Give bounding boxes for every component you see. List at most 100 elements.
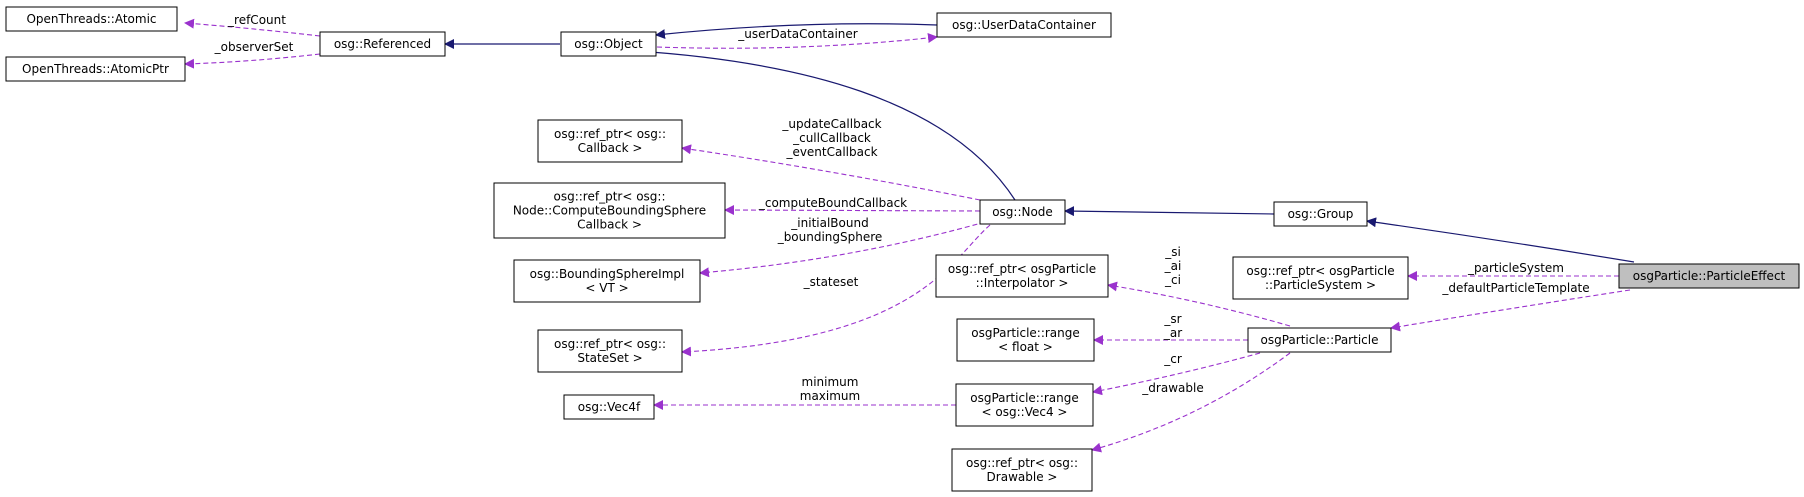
class-node-rangevec4[interactable]: osgParticle::range< osg::Vec4 > <box>955 383 1094 427</box>
class-node-box <box>1273 201 1368 227</box>
edge-label-initialbound: _initialBound_boundingSphere <box>777 216 883 244</box>
edge-label-text: _updateCallback <box>781 117 881 131</box>
class-node-box <box>537 329 683 373</box>
edge-label-text: _cullCallback <box>792 131 871 145</box>
class-node-refps[interactable]: osg::ref_ptr< osgParticle::ParticleSyste… <box>1232 256 1409 300</box>
class-node-refcbs[interactable]: osg::ref_ptr< osg::Node::ComputeBounding… <box>493 182 726 239</box>
class-node-label: ::Interpolator > <box>976 276 1069 290</box>
edge-node-to-refcallback <box>681 144 981 201</box>
class-node-label: osg::Referenced <box>334 37 431 51</box>
class-node-referenced[interactable]: osg::Referenced <box>319 31 446 57</box>
class-node-box <box>936 12 1112 38</box>
class-node-box <box>955 383 1094 427</box>
class-node-box <box>956 318 1095 362</box>
edge-effect-to-group <box>1366 217 1635 263</box>
edge-referenced-to-atomicptr <box>184 53 321 69</box>
class-node-label: ::ParticleSystem > <box>1265 278 1376 292</box>
class-node-label: osg::Group <box>1288 207 1354 221</box>
edge-label-text: _observerSet <box>214 40 294 54</box>
class-node-box <box>563 394 655 420</box>
class-node-label: OpenThreads::Atomic <box>26 12 156 26</box>
edge-label-text: _computeBoundCallback <box>758 196 907 210</box>
edge-label-text: _refCount <box>227 13 286 27</box>
edge-label-text: minimum <box>802 375 859 389</box>
edge-label-computebound: _computeBoundCallback <box>758 196 907 210</box>
class-node-label: < VT > <box>585 281 628 295</box>
edge-node-to-object <box>619 45 1016 201</box>
edge-label-text: _ci <box>1164 273 1181 287</box>
edge-label-text: _ar <box>1163 326 1182 340</box>
class-node-label: osgParticle::ParticleEffect <box>1633 269 1786 283</box>
class-node-label: Callback > <box>577 218 642 232</box>
class-node-group[interactable]: osg::Group <box>1273 201 1368 227</box>
edge-referenced-to-atomic <box>184 18 321 37</box>
edge-labels-layer: _refCount _observerSet _userDataContainer _… <box>214 13 1590 403</box>
class-node-label: osg::Object <box>574 37 643 51</box>
edge-node-to-refstateset <box>681 224 991 357</box>
edge-label-text: _particleSystem <box>1467 261 1564 275</box>
class-node-label: Drawable > <box>987 470 1058 484</box>
nodes-layer: OpenThreads::AtomicOpenThreads::AtomicPt… <box>5 6 1800 492</box>
class-node-particle[interactable]: osgParticle::Particle <box>1247 327 1392 353</box>
edge-label-text: _ai <box>1164 259 1182 273</box>
class-node-box <box>5 56 186 82</box>
class-node-object[interactable]: osg::Object <box>560 31 657 57</box>
class-node-box <box>560 31 657 57</box>
class-node-label: < osg::Vec4 > <box>982 405 1068 419</box>
edge-label-refcount: _refCount <box>227 13 286 27</box>
class-node-box <box>513 259 701 303</box>
class-node-box <box>319 31 446 57</box>
class-node-vec4f[interactable]: osg::Vec4f <box>563 394 655 420</box>
class-node-box <box>979 199 1066 225</box>
edge-label-text: _stateset <box>803 275 859 289</box>
edge-label-stateset: _stateset <box>803 275 859 289</box>
class-node-effect[interactable]: osgParticle::ParticleEffect <box>1618 263 1800 289</box>
class-node-label: osg::ref_ptr< osg:: <box>966 456 1078 470</box>
edge-label-drawable: _drawable <box>1141 381 1203 395</box>
class-node-label: Node::ComputeBoundingSphere <box>513 204 706 218</box>
edge-group-to-node <box>1064 206 1275 217</box>
class-node-label: osgParticle::range <box>970 391 1079 405</box>
class-node-box <box>5 6 178 32</box>
class-node-rangefloat[interactable]: osgParticle::range< float > <box>956 318 1095 362</box>
class-node-box <box>1618 263 1800 289</box>
class-node-bsimpl[interactable]: osg::BoundingSphereImpl< VT > <box>513 259 701 303</box>
class-node-box <box>493 182 726 239</box>
edge-label-callbacks: _updateCallback_cullCallback_eventCallba… <box>781 117 881 159</box>
class-node-refinterp[interactable]: osg::ref_ptr< osgParticle::Interpolator … <box>935 254 1109 298</box>
class-node-udc[interactable]: osg::UserDataContainer <box>936 12 1112 38</box>
class-node-label: osg::ref_ptr< osgParticle <box>948 262 1096 276</box>
class-node-label: osg::ref_ptr< osg:: <box>554 337 666 351</box>
edge-particle-to-rangevec4 <box>1092 352 1261 396</box>
class-node-box <box>537 119 683 163</box>
class-node-refdrawable[interactable]: osg::ref_ptr< osg::Drawable > <box>951 448 1093 492</box>
class-node-label: osg::UserDataContainer <box>952 18 1096 32</box>
class-node-node[interactable]: osg::Node <box>979 199 1066 225</box>
class-node-label: Callback > <box>578 141 643 155</box>
class-node-atomicptr[interactable]: OpenThreads::AtomicPtr <box>5 56 186 82</box>
class-node-refcallback[interactable]: osg::ref_ptr< osg::Callback > <box>537 119 683 163</box>
edge-label-defaulttemplate: _defaultParticleTemplate <box>1441 281 1589 295</box>
edge-particle-to-refinterp <box>1107 281 1291 327</box>
class-node-box <box>951 448 1093 492</box>
edge-label-text: maximum <box>800 389 860 403</box>
edge-label-observerset: _observerSet <box>214 40 294 54</box>
edge-node-to-bsimpl <box>699 221 986 278</box>
edge-label-siaici: _si_ai_ci <box>1164 245 1182 287</box>
class-node-label: osg::Node <box>992 205 1053 219</box>
edge-label-userdatacontainer: _userDataContainer <box>737 27 858 41</box>
class-node-atomic[interactable]: OpenThreads::Atomic <box>5 6 178 32</box>
class-node-label: osgParticle::range <box>971 326 1080 340</box>
edge-label-text: _boundingSphere <box>777 230 883 244</box>
class-node-label: < float > <box>998 340 1053 354</box>
class-node-label: OpenThreads::AtomicPtr <box>22 62 169 76</box>
edge-label-cr: _cr <box>1163 352 1182 366</box>
class-node-label: osg::ref_ptr< osgParticle <box>1246 264 1394 278</box>
edge-label-particlesystem: _particleSystem <box>1467 261 1564 275</box>
edge-label-text: _si <box>1164 245 1181 259</box>
class-node-label: osg::BoundingSphereImpl <box>530 267 685 281</box>
edges-layer <box>184 18 1635 453</box>
class-node-refstateset[interactable]: osg::ref_ptr< osg::StateSet > <box>537 329 683 373</box>
edge-label-srar: _sr_ar <box>1163 312 1182 340</box>
